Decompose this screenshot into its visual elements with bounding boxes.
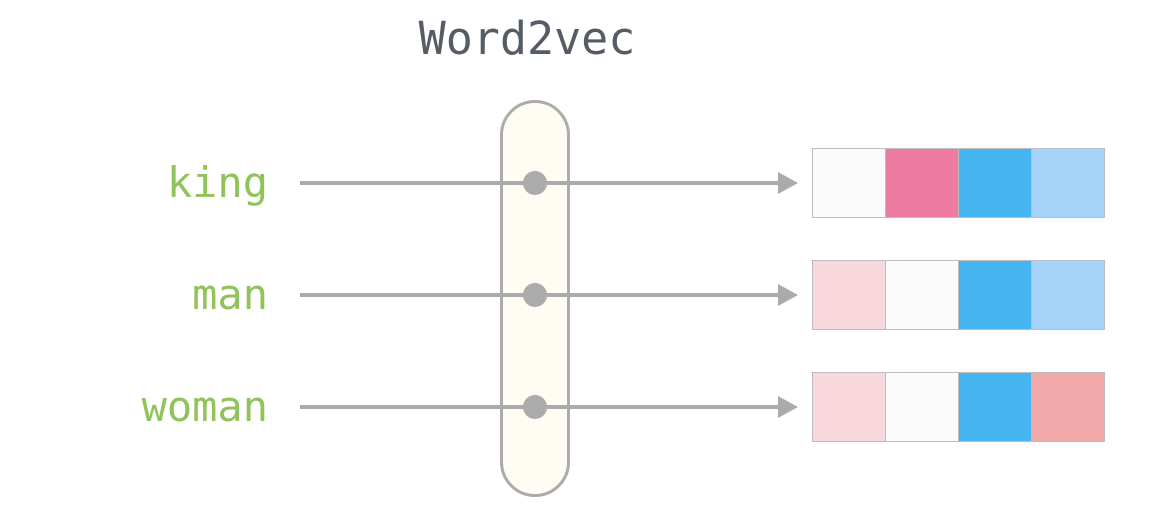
word2vec-model-capsule [500, 100, 570, 497]
embedding-vector-woman [812, 372, 1105, 442]
vector-cell [885, 260, 959, 330]
vector-cell [885, 372, 959, 442]
embedding-vector-king [812, 148, 1105, 218]
word-label-woman: woman [141, 382, 268, 431]
vector-cell [958, 372, 1032, 442]
arrowhead-icon [778, 172, 798, 194]
vector-cell [958, 148, 1032, 218]
vector-cell [1031, 260, 1105, 330]
vector-cell [812, 372, 886, 442]
word-label-king: king [166, 158, 268, 207]
arrowhead-icon [778, 284, 798, 306]
vector-cell [958, 260, 1032, 330]
arrowhead-icon [778, 396, 798, 418]
vector-cell [885, 148, 959, 218]
embedding-vector-man [812, 260, 1105, 330]
vector-cell [812, 260, 886, 330]
vector-cell [1031, 148, 1105, 218]
vector-cell [812, 148, 886, 218]
diagram-title: Word2vec [418, 12, 636, 65]
word-label-man: man [192, 270, 268, 319]
vector-cell [1031, 372, 1105, 442]
